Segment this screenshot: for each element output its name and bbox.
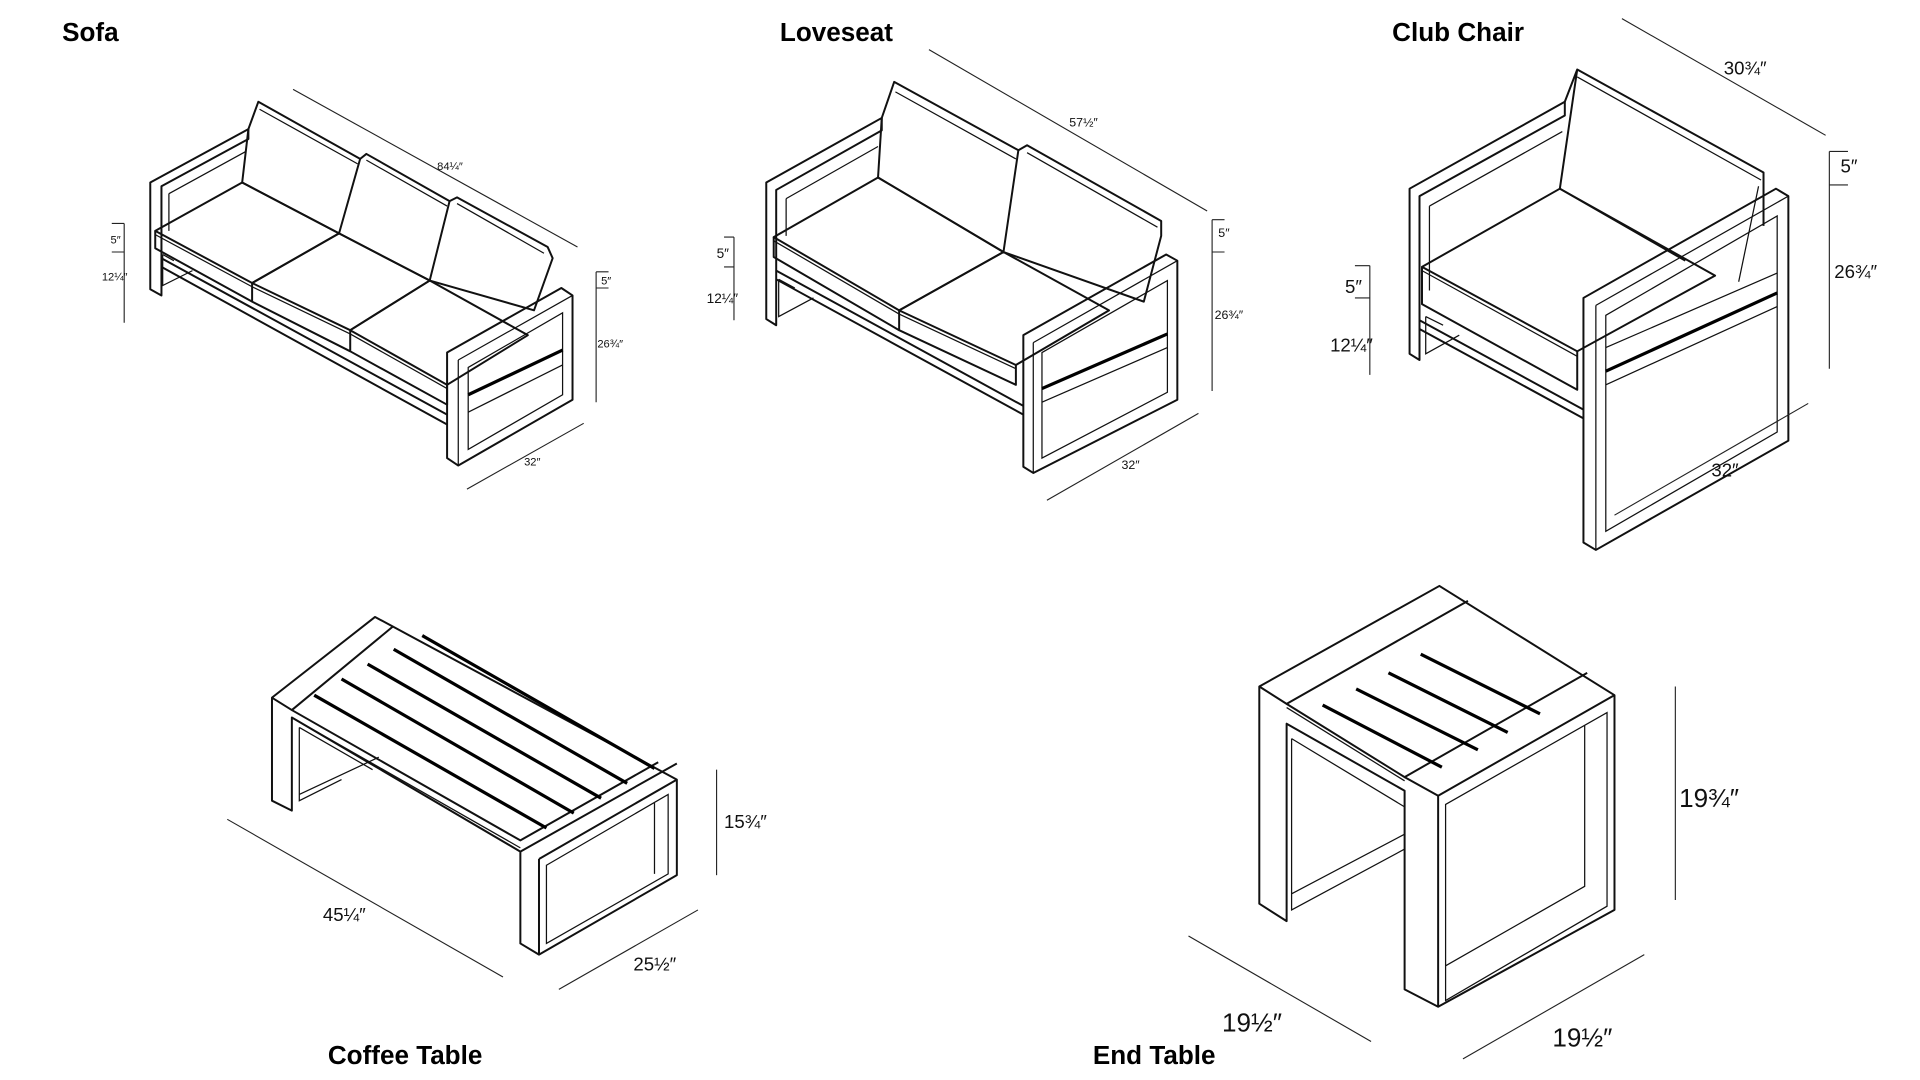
loveseat-dimension-lines: [724, 49, 1225, 501]
loveseat-height-label: 26¾″: [1215, 308, 1244, 322]
club-chair-cushion-label: 5″: [1841, 156, 1858, 177]
club-chair-length-label: 30¾″: [1724, 57, 1767, 78]
coffee-table-length-label: 45¼″: [323, 904, 366, 925]
club-chair-seat-height-label: 12¼″: [1330, 334, 1373, 355]
loveseat-length-label: 57½″: [1069, 116, 1098, 130]
club-chair-title: Club Chair: [1392, 17, 1524, 47]
coffee-table-drawing: [270, 615, 678, 956]
sofa-length-label: 84¼″: [437, 161, 463, 173]
club-chair-height-label: 26¾″: [1834, 261, 1877, 282]
loveseat-depth-label: 32″: [1121, 458, 1140, 472]
loveseat-seat-height-label: 12¼″: [707, 291, 739, 306]
end-table-drawing: [1258, 584, 1616, 1008]
club-chair-depth-label: 32″: [1711, 460, 1739, 481]
sofa-cushion-label: 5″: [601, 275, 611, 287]
sofa-height-label: 26¾″: [597, 339, 623, 351]
loveseat-cushion-label: 5″: [1218, 226, 1230, 240]
club-chair-back-cushion-label: 5″: [1345, 276, 1362, 297]
coffee-table-title: Coffee Table: [328, 1040, 483, 1070]
coffee-table-height-label: 15¾″: [724, 811, 767, 832]
sofa-diagram: Sofa: [62, 17, 623, 490]
coffee-table-width-label: 25½″: [633, 954, 676, 975]
end-table-height-label: 19¾″: [1679, 783, 1739, 813]
sofa-back-cushion-label: 5″: [111, 234, 121, 246]
loveseat-title: Loveseat: [780, 17, 893, 47]
sofa-depth-label: 32″: [524, 457, 540, 469]
end-table-dimension-lines: [1188, 686, 1676, 1060]
sofa-drawing: [149, 100, 574, 467]
end-table-diagram: End Table 19½″ 19¾″ 19½″: [1093, 584, 1739, 1070]
loveseat-diagram: Loveseat 57½″ 5″ 12¼″ 5″ 26: [707, 17, 1244, 501]
sofa-seat-height-label: 12¼″: [102, 272, 128, 284]
coffee-table-dimension-lines: [226, 769, 718, 990]
sofa-dimension-lines: [111, 88, 609, 490]
end-table-length-label: 19½″: [1222, 1008, 1282, 1038]
end-table-title: End Table: [1093, 1040, 1216, 1070]
loveseat-drawing: [765, 80, 1179, 474]
club-chair-diagram: Club Chair 30¾″ 5″ 12¼″ 5″ 26¾″ 32″: [1330, 17, 1878, 551]
end-table-width-label: 19½″: [1552, 1022, 1612, 1052]
club-chair-dimension-lines: [1354, 18, 1848, 516]
loveseat-back-cushion-label: 5″: [717, 246, 730, 261]
club-chair-drawing: [1408, 68, 1790, 551]
sofa-title: Sofa: [62, 17, 119, 47]
coffee-table-diagram: Coffee Table 45¼″ 15¾″ 25½″: [226, 615, 767, 1070]
